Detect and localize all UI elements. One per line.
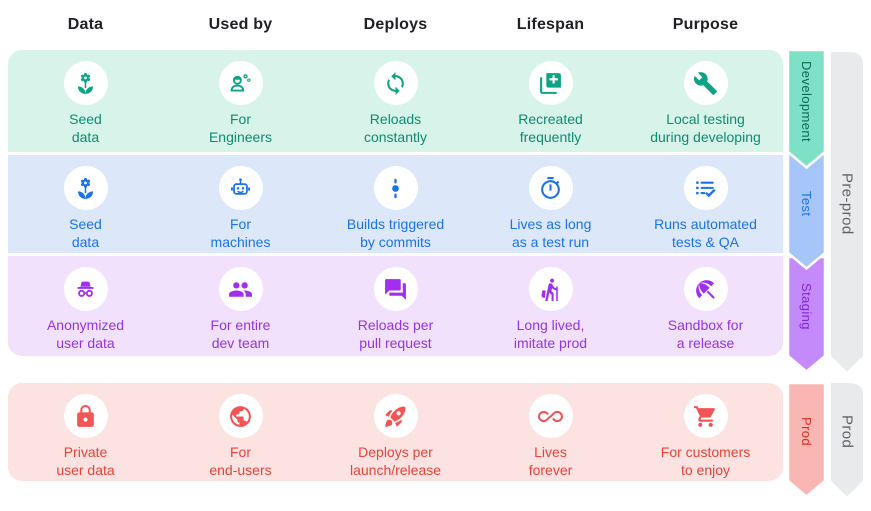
env-row-development: Seed data For Engineers Reloads constantly… xyxy=(8,50,783,152)
cell-prod-data: Private user data xyxy=(8,383,163,481)
cell-test-used-by: For machines xyxy=(163,155,318,253)
icon-circle xyxy=(683,267,728,311)
column-header-deploys: Deploys xyxy=(363,16,428,33)
cell-label: For machines xyxy=(210,216,271,250)
library-add-icon xyxy=(540,72,561,94)
cell-label: Local testing during developing xyxy=(650,111,761,145)
robot-icon xyxy=(231,177,250,195)
cell-staging-deploys: Reloads per pull request xyxy=(318,256,473,356)
icon-circle xyxy=(528,166,573,210)
icon-circle xyxy=(528,394,573,438)
cell-label: For Engineers xyxy=(208,111,273,145)
sync-icon xyxy=(387,71,404,95)
cell-label: For customers to enjoy xyxy=(660,444,751,478)
icon-circle xyxy=(373,394,418,438)
cell-label: Lives as long as a test run xyxy=(509,216,592,250)
cell-prod-lifespan: Lives forever xyxy=(473,383,628,481)
cell-prod-deploys: Deploys per launch/release xyxy=(318,383,473,481)
icon-circle xyxy=(63,61,108,105)
icon-circle xyxy=(373,267,418,311)
cell-prod-used-by: For end-users xyxy=(163,383,318,481)
column-header-lifespan: Lifespan xyxy=(516,16,585,33)
cell-staging-data: Anonymized user data xyxy=(8,256,163,356)
icon-circle xyxy=(373,166,418,210)
cell-label: Private user data xyxy=(56,444,115,478)
icon-circle xyxy=(373,61,418,105)
cell-test-lifespan: Lives as long as a test run xyxy=(473,155,628,253)
timer-icon xyxy=(541,176,560,199)
ribbon-label-development: Development xyxy=(799,60,814,142)
column-header-purpose: Purpose xyxy=(672,16,739,33)
cell-test-data: Seed data xyxy=(8,155,163,253)
cell-label: For end-users xyxy=(209,444,272,478)
icon-circle xyxy=(683,394,728,438)
cell-staging-used-by: For entire dev team xyxy=(163,256,318,356)
cell-label: Reloads constantly xyxy=(363,111,428,145)
commit-icon xyxy=(392,178,399,198)
rocket-icon xyxy=(385,406,406,427)
ribbon-label-prod: Prod xyxy=(799,417,814,447)
icon-circle xyxy=(63,166,108,210)
icon-circle xyxy=(63,267,108,311)
seed-icon xyxy=(78,72,93,94)
cell-development-purpose: Local testing during developing xyxy=(628,50,783,152)
cell-label: Builds triggered by commits xyxy=(346,216,445,250)
icon-circle xyxy=(683,166,728,210)
icon-circle xyxy=(218,166,263,210)
icon-circle xyxy=(218,267,263,311)
cell-label: For entire dev team xyxy=(210,317,271,351)
stage-group-label-pre-prod: Pre-prod xyxy=(838,173,856,235)
cell-label: Reloads per pull request xyxy=(357,317,434,351)
hiking-icon xyxy=(541,278,558,301)
icon-circle xyxy=(683,61,728,105)
env-row-prod: Private user data For end-users Deploys pe… xyxy=(8,383,783,481)
env-row-test: Seed data For machines Builds triggered by… xyxy=(8,155,783,253)
cell-label: Lives forever xyxy=(528,444,573,478)
env-row-staging: Anonymized user data For entire dev team R… xyxy=(8,256,783,356)
cell-test-deploys: Builds triggered by commits xyxy=(318,155,473,253)
ribbon-label-staging: Staging xyxy=(799,283,814,330)
cell-label: Recreated frequently xyxy=(518,111,583,145)
cell-prod-purpose: For customers to enjoy xyxy=(628,383,783,481)
cell-development-lifespan: Recreated frequently xyxy=(473,50,628,152)
cell-label: Sandbox for a release xyxy=(667,317,744,351)
cell-development-deploys: Reloads constantly xyxy=(318,50,473,152)
globe-icon xyxy=(230,405,251,427)
cart-icon xyxy=(694,405,715,427)
column-header-data: Data xyxy=(67,16,104,33)
stage-group-label-prod: Prod xyxy=(838,415,856,449)
engineer-icon xyxy=(230,73,251,92)
icon-circle xyxy=(218,394,263,438)
forum-icon xyxy=(385,278,406,300)
column-header-used-by: Used by xyxy=(208,16,273,33)
icon-circle xyxy=(528,267,573,311)
people-icon xyxy=(229,281,252,297)
cell-staging-lifespan: Long lived, imitate prod xyxy=(473,256,628,356)
cell-development-used-by: For Engineers xyxy=(163,50,318,152)
cell-label: Seed data xyxy=(69,111,102,145)
wrench-icon xyxy=(693,71,717,95)
infinity-icon xyxy=(538,410,563,422)
cell-label: Seed data xyxy=(69,216,102,250)
incognito-icon xyxy=(77,281,94,297)
lock-icon xyxy=(77,404,94,427)
seed-icon xyxy=(78,177,93,199)
cell-label: Runs automated tests & QA xyxy=(654,216,757,250)
ribbon-label-test: Test xyxy=(799,191,814,217)
cell-test-purpose: Runs automated tests & QA xyxy=(628,155,783,253)
cell-label: Deploys per launch/release xyxy=(349,444,442,478)
cell-development-data: Seed data xyxy=(8,50,163,152)
column-headers: Data Used by Deploys Lifespan Purpose xyxy=(8,16,783,34)
icon-circle xyxy=(63,394,108,438)
icon-circle xyxy=(528,61,573,105)
cell-label: Anonymized user data xyxy=(46,317,125,351)
checklist-icon xyxy=(696,180,716,197)
cell-label: Long lived, imitate prod xyxy=(513,317,588,351)
umbrella-icon xyxy=(696,279,715,299)
cell-staging-purpose: Sandbox for a release xyxy=(628,256,783,356)
icon-circle xyxy=(218,61,263,105)
